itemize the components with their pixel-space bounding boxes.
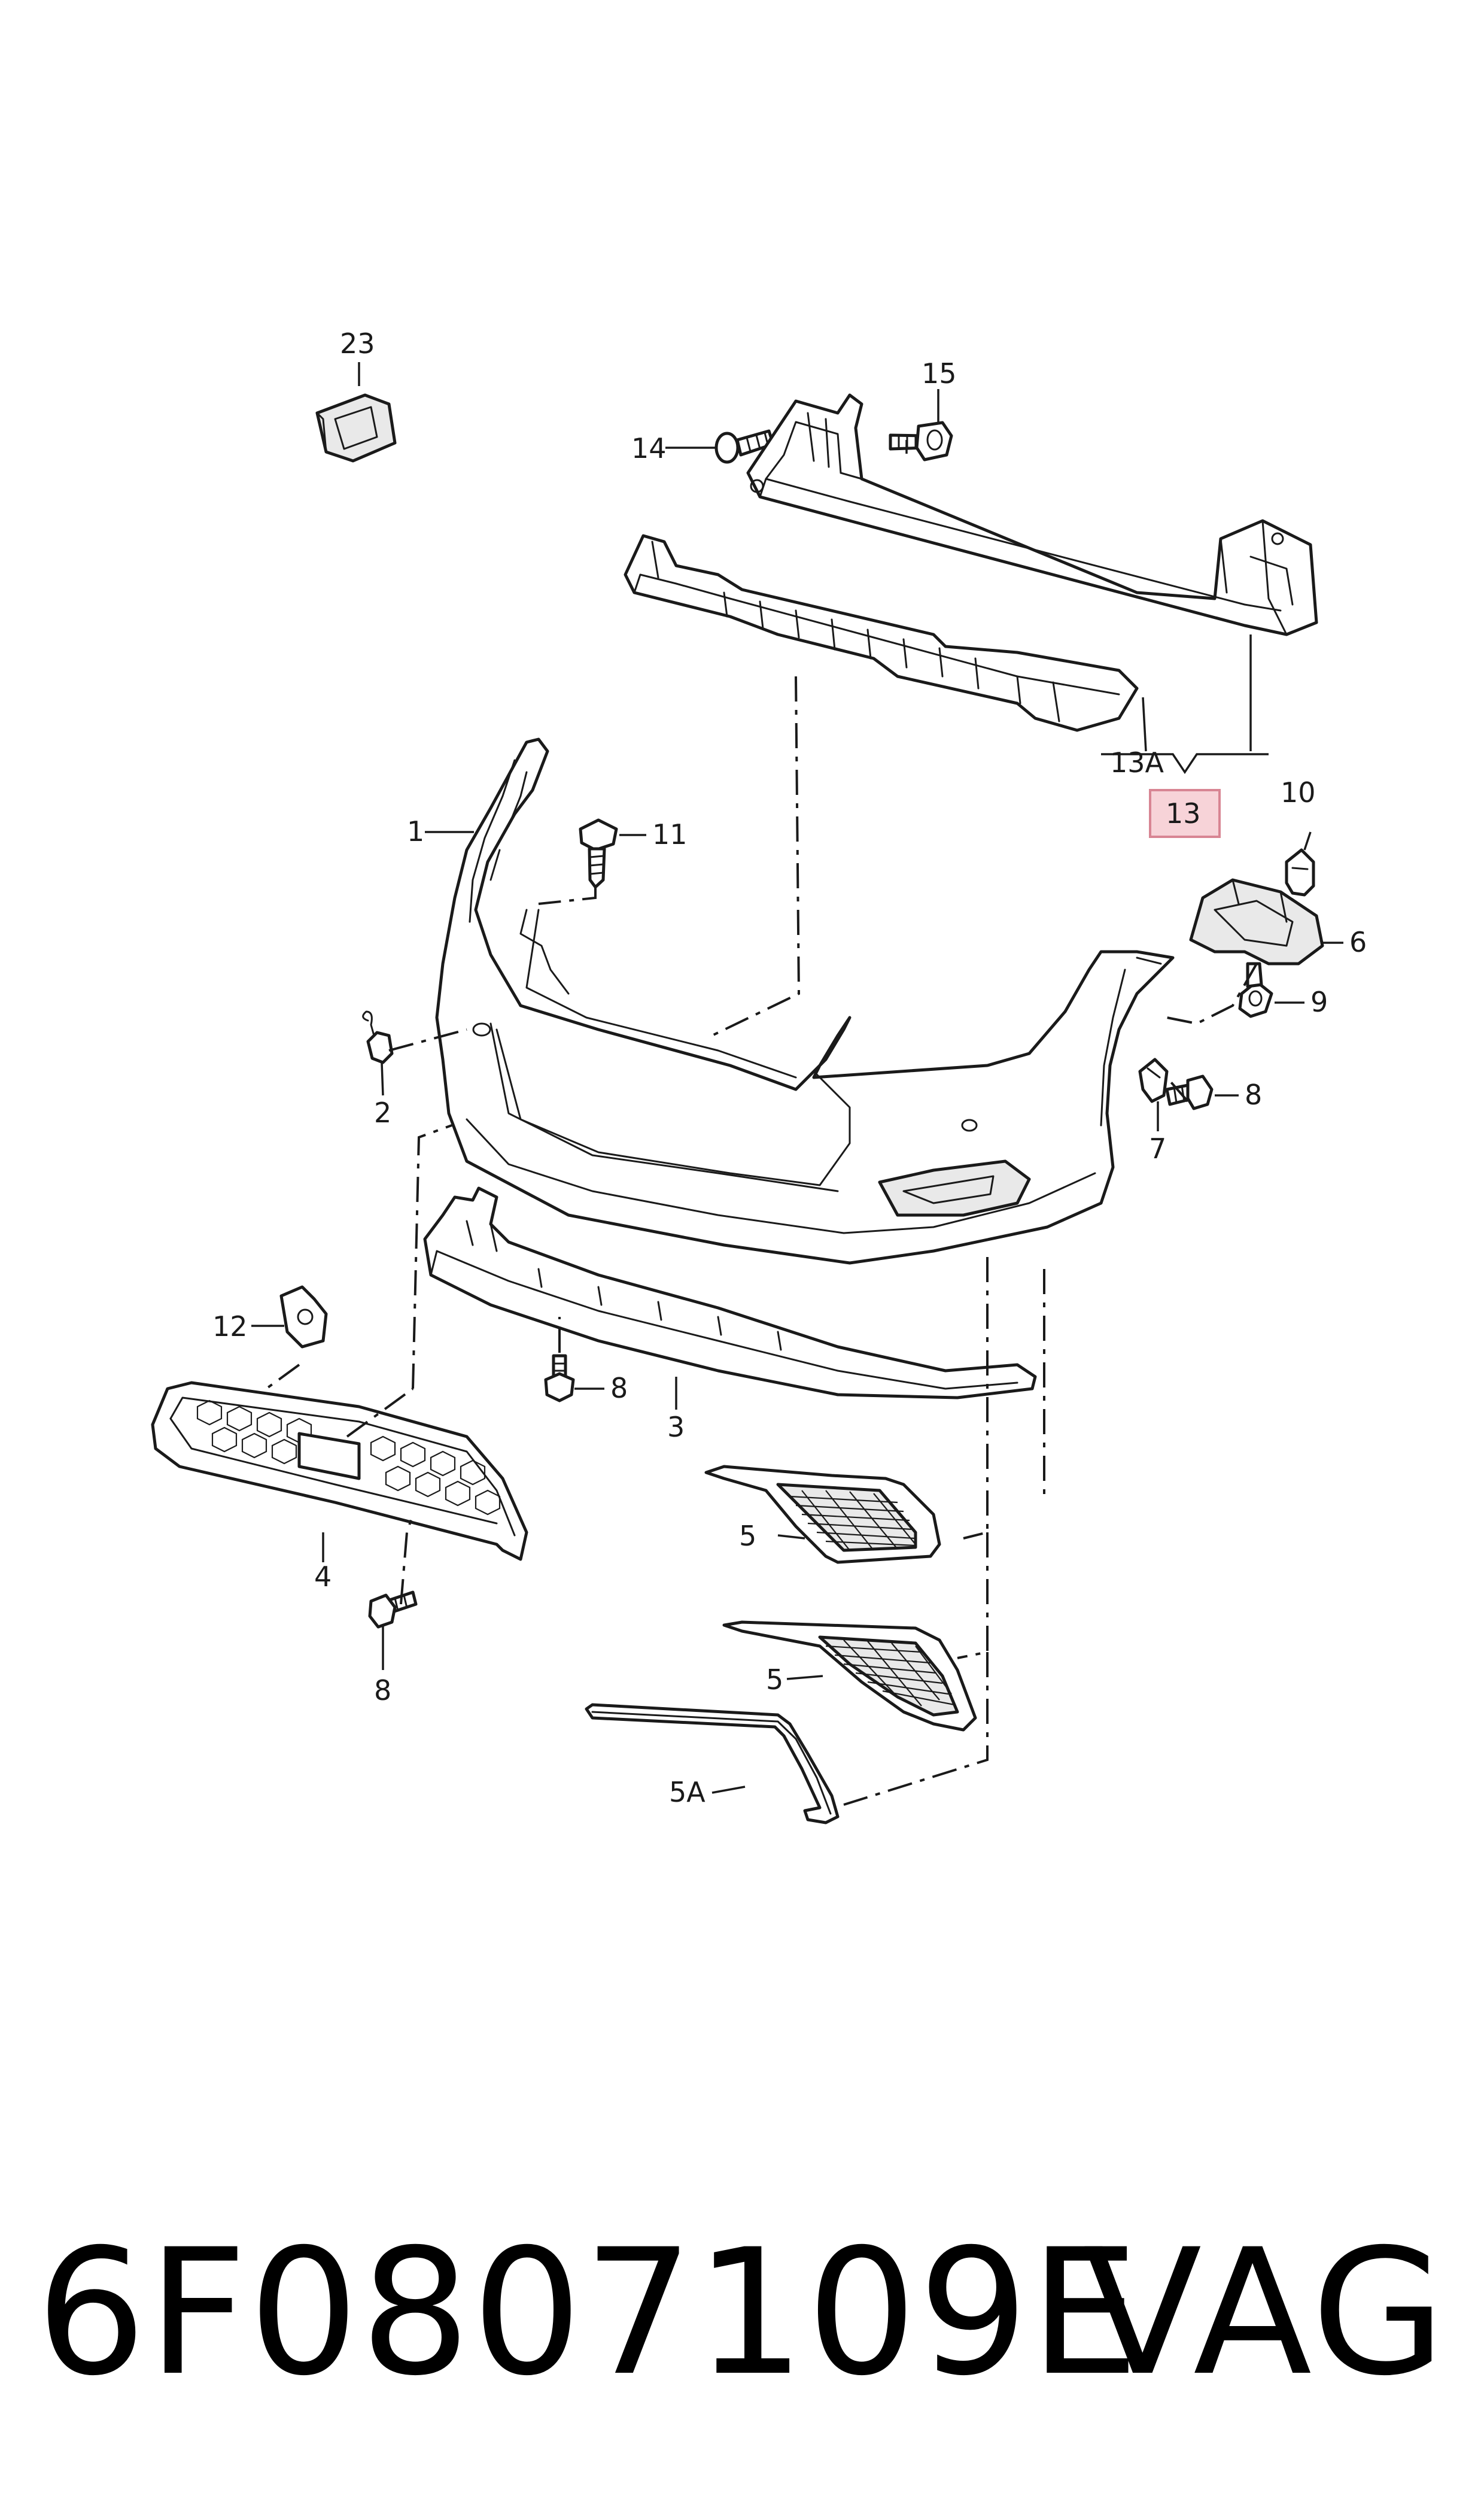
part-5-fog-grille-lower (722, 1620, 977, 1732)
part-15-bolt (889, 421, 953, 462)
part-11-screw (579, 818, 618, 889)
callout-2: 2 (374, 1097, 391, 1129)
callout-13: 13 (1166, 797, 1201, 830)
callout-5A: 5A (669, 1776, 705, 1808)
part-8-screw-left (368, 1590, 418, 1629)
part-5A-trim-frame (585, 1703, 840, 1824)
part-4-center-grille (151, 1381, 528, 1561)
part-1-bumper-cover (435, 737, 1175, 1265)
callout-1: 1 (407, 815, 424, 848)
callout-4: 4 (314, 1560, 332, 1593)
callout-12: 12 (212, 1310, 248, 1343)
part-10-clip (1285, 848, 1315, 897)
part-8-screw-center (544, 1354, 575, 1402)
part-number-label: 6F0807109E (36, 2212, 1141, 2414)
part-2-clip (362, 1010, 394, 1064)
callout-10: 10 (1281, 776, 1316, 809)
part-7-bracket (1138, 1058, 1169, 1103)
callout-9: 9 (1310, 986, 1328, 1018)
part-3-lower-spoiler (423, 1186, 1037, 1399)
callout-8-left: 8 (374, 1674, 391, 1707)
part-9-screw (1238, 962, 1273, 1018)
callout-8-center: 8 (610, 1372, 628, 1404)
callout-7: 7 (1149, 1133, 1166, 1165)
brand-label: VAG (1083, 2212, 1448, 2414)
callout-13-highlight (1149, 789, 1221, 838)
callout-15: 15 (922, 357, 957, 390)
part-6-bracket (1189, 878, 1324, 966)
callout-14: 14 (631, 432, 667, 464)
part-23-cap (315, 393, 397, 463)
part-13-reinforcement-bar (746, 393, 1318, 636)
part-8-screw-right (1165, 1074, 1214, 1110)
callout-5-lower: 5 (766, 1663, 783, 1696)
callout-23: 23 (340, 327, 375, 360)
part-5-fog-grille-upper (704, 1465, 941, 1564)
callout-5-upper: 5 (739, 1520, 756, 1552)
callout-11: 11 (652, 818, 688, 851)
callout-8-right: 8 (1245, 1079, 1262, 1111)
callout-labels: 23 15 14 13A 13 10 1 11 6 9 8 7 2 12 8 3… (212, 327, 1367, 1808)
callout-13A: 13A (1110, 746, 1164, 779)
callout-3: 3 (667, 1411, 685, 1443)
leader-lines (251, 362, 1343, 1794)
callout-6: 6 (1349, 926, 1367, 958)
assembly-lines (265, 676, 1258, 1806)
part-13A-energy-absorber (624, 534, 1139, 732)
part-12-clip (279, 1285, 328, 1349)
